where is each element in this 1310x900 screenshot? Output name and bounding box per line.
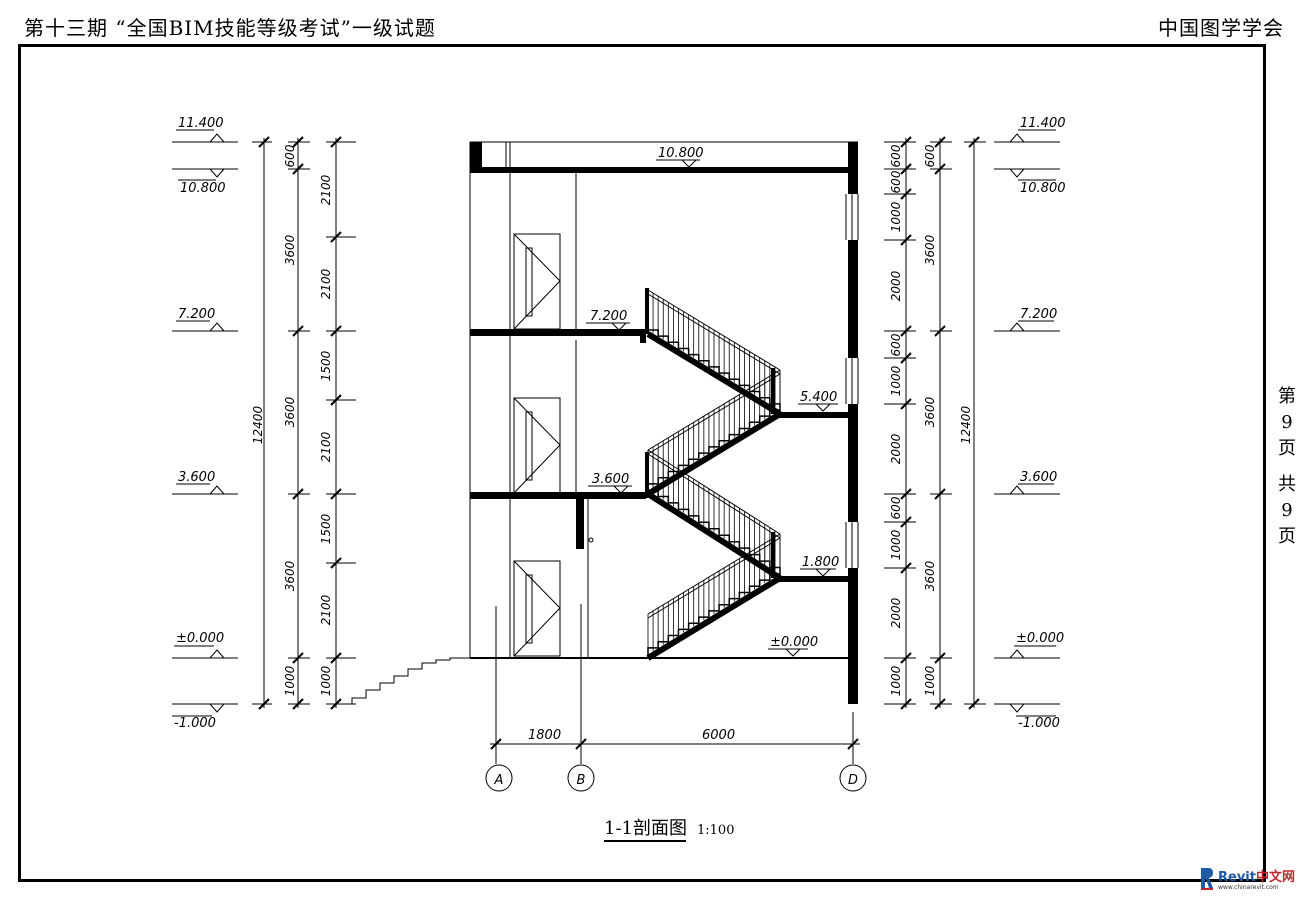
dim: 6000 <box>702 728 735 743</box>
page-note-char: 第 <box>1278 386 1296 407</box>
dim: 1000 <box>889 529 903 560</box>
dim: 600 <box>889 333 903 356</box>
elev-label: 11.400 <box>1020 116 1066 131</box>
dim: 3600 <box>923 234 937 265</box>
dim: 1500 <box>319 513 333 544</box>
elev-label: 3.600 <box>1020 470 1057 485</box>
elev-label: -1.000 <box>174 716 216 731</box>
elev-label: 10.800 <box>658 146 704 161</box>
axis-bubble-B: B <box>567 764 595 792</box>
page-number: 第 9 页 共 9 页 <box>1276 384 1298 550</box>
dim: 2000 <box>889 433 903 464</box>
dim: 2100 <box>319 431 333 462</box>
building-section: 10.800 7.200 3.600 ±0.000 <box>351 141 859 704</box>
dim: 2100 <box>319 594 333 625</box>
dim: 600 <box>889 496 903 519</box>
dim: 3600 <box>283 234 297 265</box>
drawing-frame <box>18 44 1266 882</box>
stair-flights <box>645 288 782 661</box>
dim: 1000 <box>889 665 903 696</box>
elev-label: ±0.000 <box>176 631 224 646</box>
axis-bubble-D: D <box>839 764 867 792</box>
drawing-scale: 1:100 <box>697 823 734 838</box>
dim: 1000 <box>319 665 333 696</box>
dim: 600 <box>923 144 937 167</box>
elev-label: 1.800 <box>802 555 839 570</box>
revit-logo-icon <box>1201 868 1213 890</box>
dim: 1500 <box>319 350 333 381</box>
logo-url: www.chinarevit.com <box>1218 884 1279 891</box>
svg-text:A: A <box>494 773 504 788</box>
left-elevation-markers: 11.400 10.800 7.200 3.600 ±0.000 -1.000 <box>172 116 238 731</box>
dim: 2000 <box>889 597 903 628</box>
elev-label: 3.600 <box>592 472 629 487</box>
right-dimension-chains: 600 600 1000 2000 600 1000 2000 600 1000… <box>884 136 986 710</box>
logo-text: Revit中文网 <box>1218 870 1295 885</box>
dim: 3600 <box>923 396 937 427</box>
axis-bubble-A: A <box>485 764 513 792</box>
elev-label: 5.400 <box>800 390 837 405</box>
elev-label: 10.800 <box>1020 181 1066 196</box>
dim: 2100 <box>319 268 333 299</box>
left-dimension-chains: 12400 600 3600 3600 3600 1000 <box>251 136 356 710</box>
organization-name: 中国图学学会 <box>1158 16 1284 40</box>
window-elevations <box>513 233 561 657</box>
svg-text:D: D <box>848 773 858 788</box>
dim: 1800 <box>528 728 561 743</box>
page-note-char: 页 <box>1278 438 1296 459</box>
dim: 3600 <box>283 396 297 427</box>
elev-label: 11.400 <box>178 116 224 131</box>
elev-label: 7.200 <box>1020 307 1057 322</box>
dim: 1000 <box>889 201 903 232</box>
elev-label: 7.200 <box>178 307 215 322</box>
elev-label: ±0.000 <box>1016 631 1064 646</box>
elev-label: ±0.000 <box>770 635 818 650</box>
page-note-char: 9 <box>1281 500 1293 521</box>
dim: 3600 <box>923 560 937 591</box>
dim: 2100 <box>319 174 333 205</box>
drawing-title: 1-1剖面图 1:100 <box>604 818 734 842</box>
elev-label: -1.000 <box>1018 716 1060 731</box>
dim-total: 12400 <box>959 406 973 445</box>
dim: 600 <box>283 144 297 167</box>
dim: 1000 <box>283 665 297 696</box>
dim: 2000 <box>889 270 903 301</box>
dim: 600 <box>889 170 903 193</box>
page-note-char: 9 <box>1281 412 1293 433</box>
revit-logo: Revit中文网 www.chinarevit.com <box>1196 864 1306 898</box>
dim: 1000 <box>923 665 937 696</box>
right-elevation-markers: 11.400 10.800 7.200 3.600 ±0.000 -1.000 <box>994 116 1066 731</box>
page-note-char: 页 <box>1278 526 1296 547</box>
dim: 600 <box>889 144 903 167</box>
exam-title: 第十三期 “全国BIM技能等级考试”一级试题 <box>24 16 436 40</box>
page-note-char: 共 <box>1278 474 1296 495</box>
svg-text:B: B <box>577 773 586 788</box>
drawing-name: 1-1剖面图 <box>604 818 687 839</box>
dim: 3600 <box>283 560 297 591</box>
elev-label: 3.600 <box>178 470 215 485</box>
elev-label: 10.800 <box>180 181 226 196</box>
dim: 1000 <box>889 365 903 396</box>
dim-total: 12400 <box>251 406 265 445</box>
bottom-dimensions: 1800 6000 A B D <box>485 604 867 792</box>
elev-label: 7.200 <box>590 309 627 324</box>
